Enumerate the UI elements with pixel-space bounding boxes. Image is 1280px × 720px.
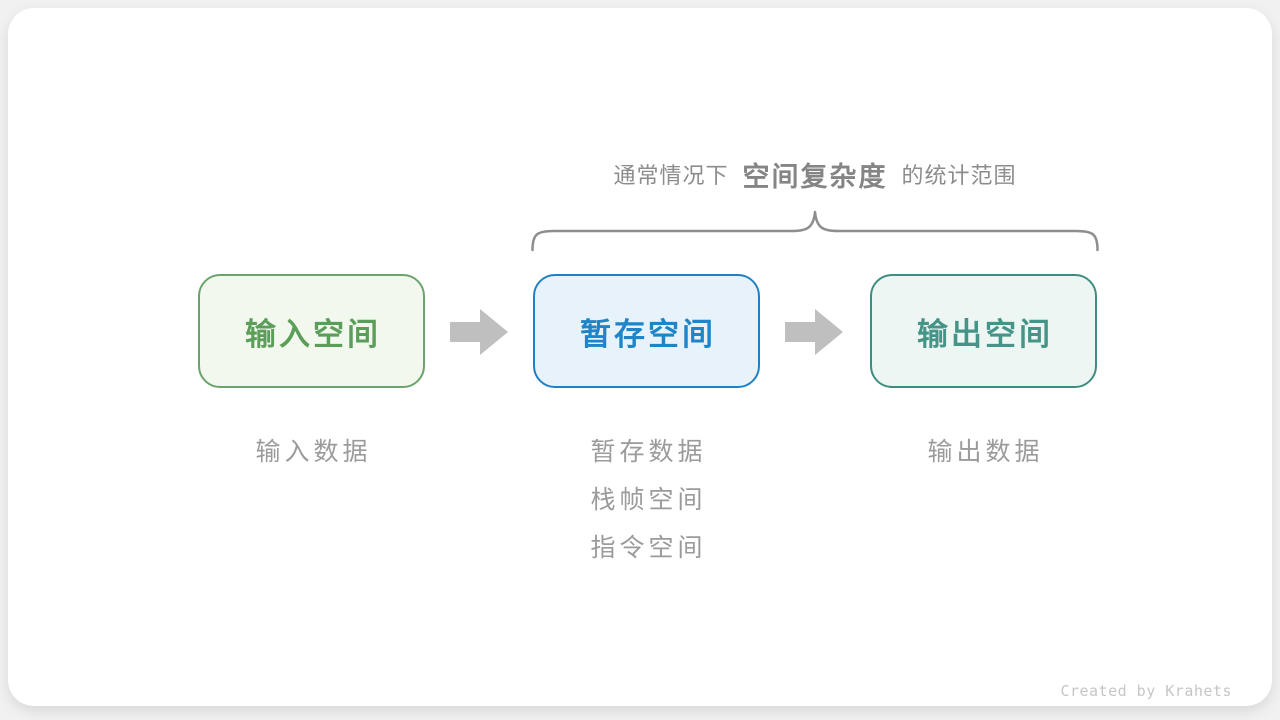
caption-line: 暂存数据 [590, 438, 707, 466]
arrow-right-icon [450, 309, 508, 355]
box-input-space: 输入空间 [198, 274, 425, 388]
caption-output-space: 输出数据 [870, 428, 1097, 476]
box-temporary-space: 暂存空间 [533, 274, 760, 388]
caption-line: 输出数据 [927, 438, 1044, 466]
box-input-space-label: 输入空间 [245, 316, 381, 352]
annotation-suffix: 的统计范围 [901, 163, 1017, 188]
diagram-card: 通常情况下 空间复杂度 的统计范围 输入空间 暂存空间 输出空间 输入数据 暂存… [8, 8, 1272, 706]
caption-input-space: 输入数据 [198, 428, 425, 476]
scope-annotation: 通常情况下 空间复杂度 的统计范围 [531, 152, 1099, 196]
caption-temporary-space: 暂存数据 栈帧空间 指令空间 [533, 428, 760, 572]
caption-line: 栈帧空间 [590, 486, 707, 514]
box-temporary-space-label: 暂存空间 [580, 316, 716, 352]
arrow-right-icon [785, 309, 843, 355]
curly-brace-icon [531, 210, 1099, 252]
annotation-term: 空间复杂度 [742, 161, 888, 192]
box-output-space: 输出空间 [870, 274, 1097, 388]
caption-line: 输入数据 [255, 438, 372, 466]
caption-line: 指令空间 [590, 534, 707, 562]
box-output-space-label: 输出空间 [917, 316, 1053, 352]
credit-text: Created by Krahets [1060, 682, 1232, 700]
annotation-prefix: 通常情况下 [613, 163, 729, 188]
